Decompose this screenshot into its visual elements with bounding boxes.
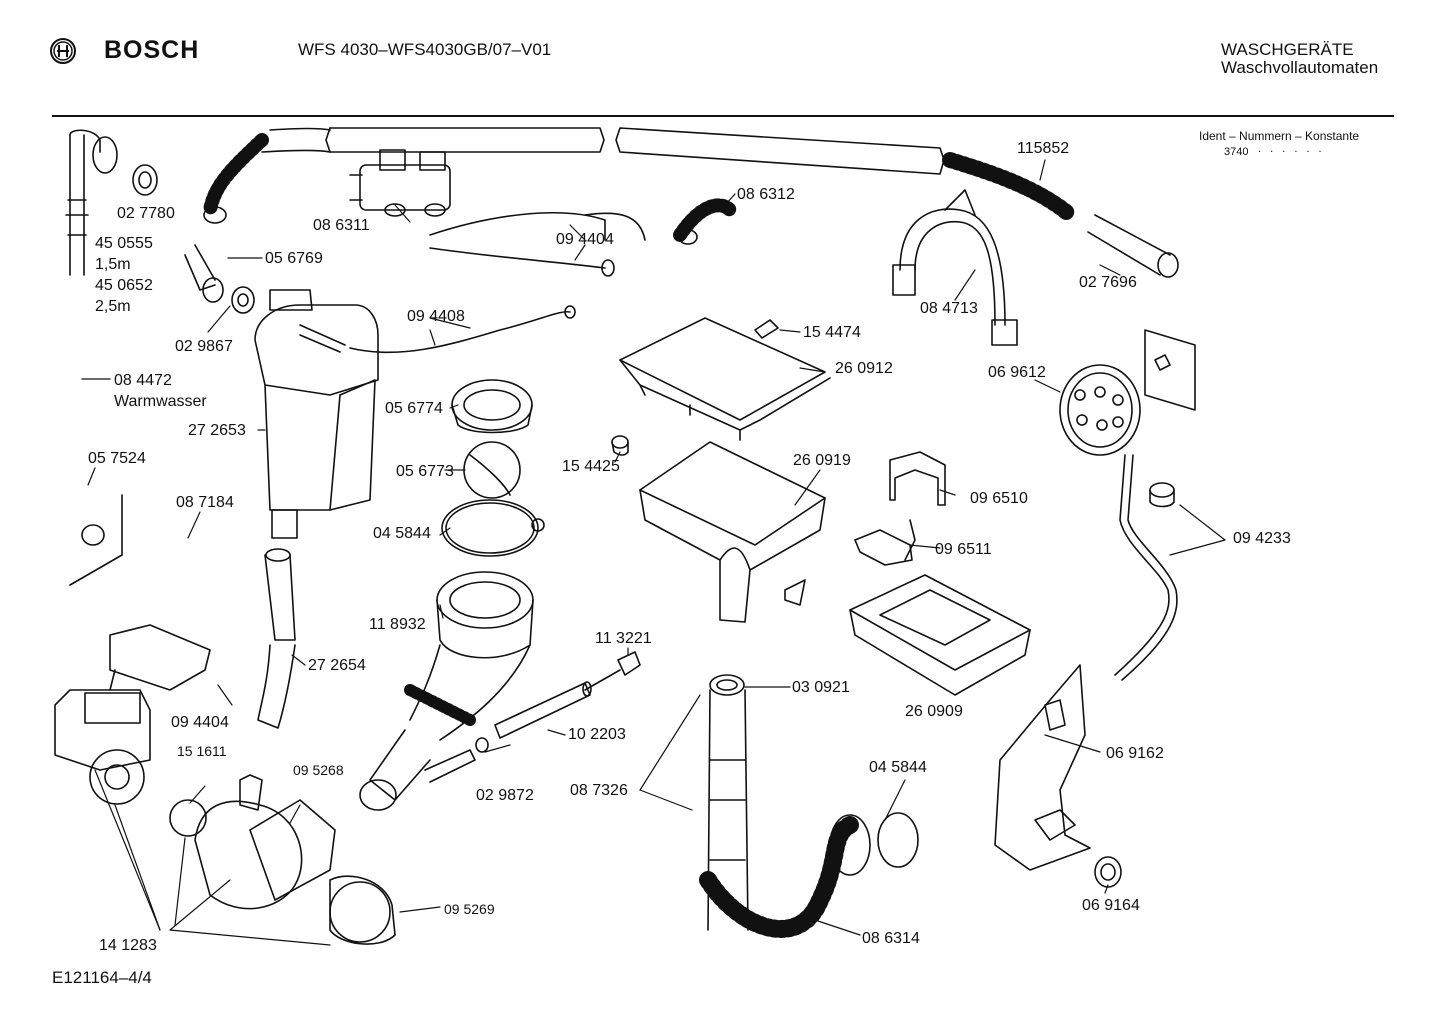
part-label-094404-top: 09 4404 [556,231,614,248]
part-label-450652: 45 0652 [95,277,153,294]
header-divider [52,115,1394,117]
part-label-087184: 08 7184 [176,494,234,511]
part-label-154474: 15 4474 [803,324,861,341]
tub-seals-drawing [441,379,545,557]
leader-lines [81,159,1226,946]
part-label-045844-top: 04 5844 [373,525,431,542]
bosch-logo-icon [50,38,76,64]
part-label-029872: 02 9872 [476,787,534,804]
part-label-027696: 02 7696 [1079,274,1137,291]
ident-value: 3740 [1224,146,1249,158]
part-label-096511: 09 6511 [935,541,992,558]
part-label-094404-bottom: 09 4404 [171,714,229,731]
drain-hose-drawing [699,674,919,938]
part-label-045844-bottom: 04 5844 [869,759,927,776]
mounting-bracket-drawing [994,664,1122,888]
part-label-113221: 11 3221 [595,630,652,647]
part-label-029867: 02 9867 [175,338,233,355]
hose-bracket-drawing [892,189,1018,346]
part-label-151611: 15 1611 [177,743,227,759]
part-label-095268: 09 5268 [293,762,344,778]
ident-title: Ident – Nummern – Konstante [1199,129,1360,143]
small-hose-drawing [184,244,255,314]
part-label-096510: 09 6510 [970,490,1028,507]
part-label-length-15: 1,5m [95,256,131,273]
part-label-260912: 26 0912 [835,360,893,377]
part-label-086311: 08 6311 [313,217,370,234]
sump-drawing [359,571,534,811]
part-label-069612: 06 9612 [988,364,1046,381]
part-label-087326: 08 7326 [570,782,628,799]
drain-pump-drawing [54,624,396,945]
part-label-118932: 11 8932 [369,616,426,633]
dispenser-tank-drawing [254,289,576,539]
part-label-272653: 27 2653 [188,422,246,439]
misc-small-parts-drawing [69,494,123,586]
part-label-260909: 26 0909 [905,703,963,720]
model-number: WFS 4030–WFS4030GB/07–V01 [298,40,552,59]
category-subtitle: Waschvollautomaten [1221,58,1379,77]
part-label-057524: 05 7524 [88,450,146,467]
part-label-115852: 115852 [1017,140,1070,157]
part-label-084472: 08 4472 [114,372,172,389]
part-label-069164: 06 9164 [1082,897,1140,914]
part-label-102203: 10 2203 [568,726,626,743]
part-label-056769: 05 6769 [265,250,323,267]
inlet-valve-drawing [349,149,646,277]
connection-hose-drawing [257,548,296,729]
part-label-272654: 27 2654 [308,657,366,674]
part-label-084713: 08 4713 [920,300,978,317]
ident-dots: . . . . . . [1258,143,1325,155]
part-label-094233: 09 4233 [1233,530,1291,547]
part-label-086312: 08 6312 [737,186,795,203]
part-label-450555: 45 0555 [95,235,153,252]
part-label-095269: 09 5269 [444,901,495,917]
part-label-154425: 15 4425 [562,458,620,475]
part-label-069162: 06 9162 [1106,745,1164,762]
part-label-056773: 05 6773 [396,463,454,480]
part-label-141283: 14 1283 [99,937,157,954]
category-title: WASCHGERÄTE [1221,40,1354,59]
drain-rod-drawing [475,651,641,753]
bellows-hose-drawing [673,198,737,245]
brand-name: BOSCH [104,36,200,64]
part-label-094408: 09 4408 [407,308,465,325]
pressure-hose-drawing [1114,454,1178,681]
drawing-id: E121164–4/4 [52,968,152,987]
pressure-switch-drawing [1059,329,1196,456]
dispenser-housing-drawing [611,317,1031,696]
part-label-056774: 05 6774 [385,400,443,417]
part-label-260919: 26 0919 [793,452,851,469]
part-label-030921: 03 0921 [792,679,850,696]
part-label-warmwasser: Warmwasser [114,393,207,410]
part-label-086314: 08 6314 [862,930,920,947]
part-label-length-25: 2,5m [95,298,131,315]
drain-elbow-drawing [65,129,158,276]
inlet-hose-drawing [203,127,1179,278]
part-label-027780: 02 7780 [117,205,175,222]
